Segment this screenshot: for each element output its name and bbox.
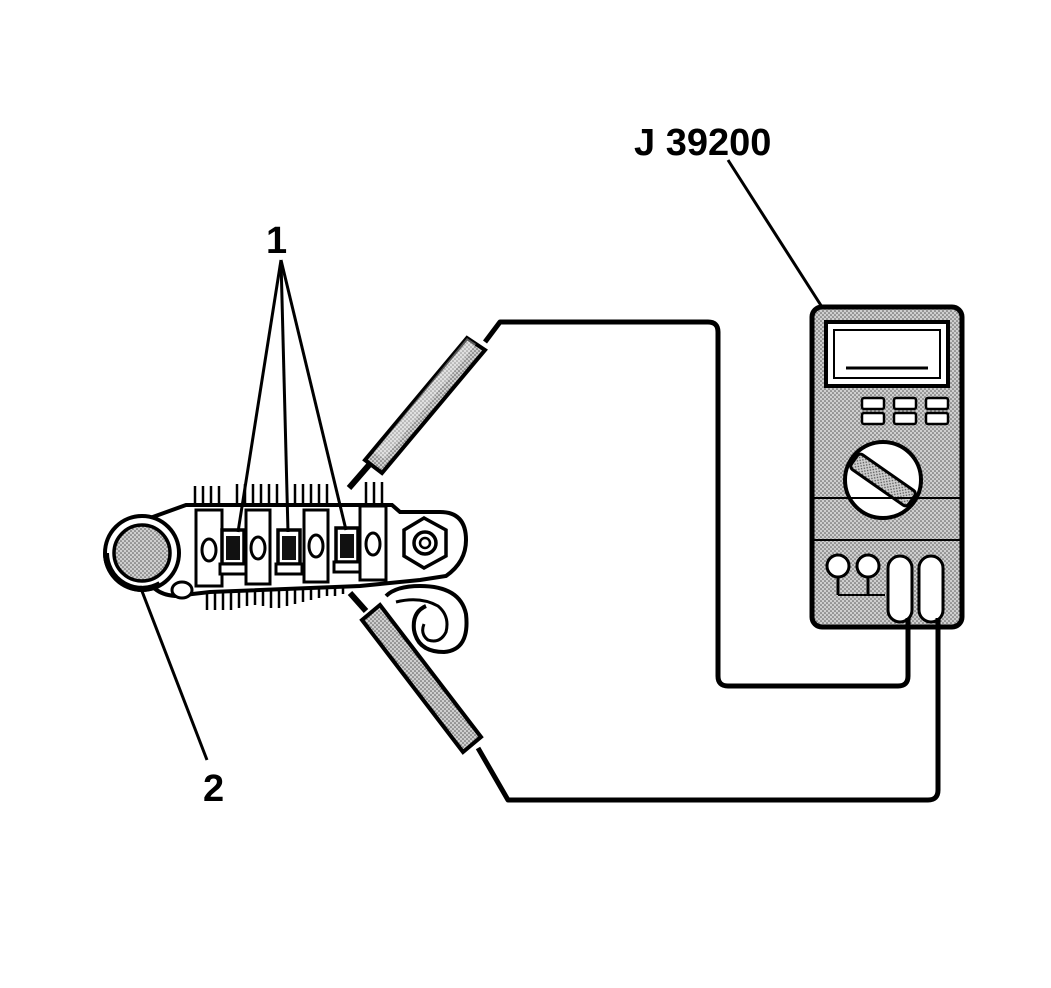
- leader-line-terminal: [138, 585, 209, 761]
- terminal-stud: [103, 514, 181, 592]
- test-probe-upper: [346, 335, 488, 490]
- leader-line-diode: [236, 259, 283, 533]
- callout-meter-label: J 39200: [634, 122, 772, 164]
- meter-display: [824, 320, 950, 388]
- diode: [332, 526, 362, 574]
- leader-line-diode: [279, 259, 348, 531]
- callout-diodes-label: 1: [266, 220, 288, 262]
- meter-selector-dial: [843, 440, 923, 520]
- test-lead-wire-upper: [483, 319, 911, 689]
- diode-pads: [194, 504, 388, 588]
- diode: [218, 528, 248, 576]
- meter-input-jacks: [825, 553, 945, 624]
- leader-lines: [138, 159, 824, 761]
- leader-line-diode: [279, 259, 290, 533]
- leader-line-meter: [726, 159, 824, 308]
- meter-buttons: [860, 396, 950, 426]
- multimeter: [809, 304, 965, 630]
- callout-terminal-label: 2: [203, 768, 225, 810]
- test-lead-wire-lower: [475, 618, 941, 803]
- rectifier-bridge: [103, 482, 469, 655]
- diode: [274, 528, 304, 576]
- test-probe-lower: [347, 591, 484, 755]
- heat-sink-fins-top: [193, 482, 384, 505]
